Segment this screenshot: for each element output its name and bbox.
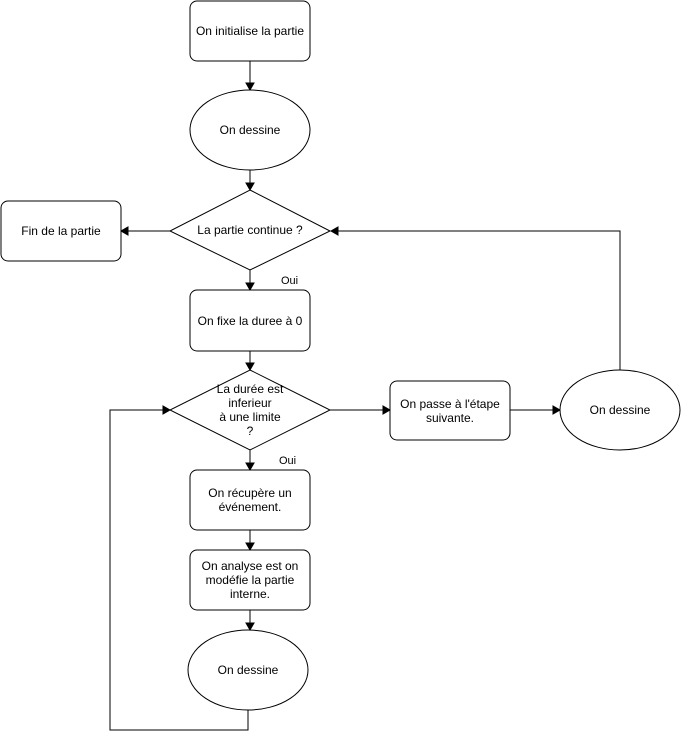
node-limit-label: La durée est inferieur à une limite ? (216, 382, 284, 438)
node-reset-label: On fixe la duree à 0 (197, 313, 303, 328)
node-end-label: Fin de la partie (21, 224, 101, 238)
node-init-label: On initialise la partie (195, 24, 305, 38)
edge-draw2-continue (338, 230, 621, 370)
arrowhead (245, 462, 255, 472)
arrowhead (245, 362, 255, 372)
arrowhead (162, 405, 172, 415)
node-reset (189, 289, 311, 352)
node-next (389, 380, 511, 441)
arrowhead (245, 282, 255, 292)
node-continue-label: La partie continue ? (197, 223, 303, 237)
node-init (189, 0, 311, 62)
node-draw3 (187, 629, 309, 711)
node-next-label: On passe à l'étape suivante. (400, 396, 500, 425)
arrowhead (119, 226, 129, 236)
node-draw2 (559, 369, 681, 451)
node-analyse-label: On analyse est on modéfie la partie inte… (201, 559, 299, 601)
edge-draw3-limit (109, 409, 249, 731)
arrowhead (382, 405, 392, 415)
node-end (0, 200, 122, 262)
node-analyse (189, 549, 311, 611)
node-limit (168, 369, 332, 451)
arrowhead (329, 226, 339, 236)
node-draw1-label: On dessine (219, 123, 281, 137)
arrowhead (245, 182, 255, 192)
arrowhead (245, 82, 255, 92)
edge-label-limit-yes: Oui (279, 455, 297, 467)
node-event-label: On récupère un événement. (208, 486, 292, 514)
node-draw1 (189, 89, 311, 171)
node-event (189, 469, 311, 531)
edge-label-continue-yes: Oui (281, 275, 299, 287)
node-continue (168, 189, 332, 271)
node-draw2-label: On dessine (589, 403, 651, 417)
arrowhead (552, 405, 562, 415)
arrowhead (245, 542, 255, 552)
node-draw3-label: On dessine (217, 663, 279, 677)
arrowhead (245, 622, 255, 632)
